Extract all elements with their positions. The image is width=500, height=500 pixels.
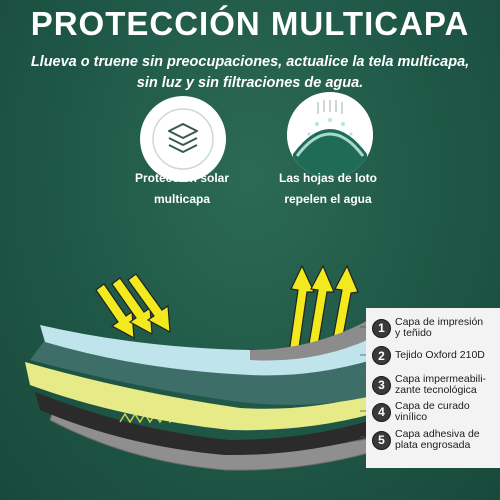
callout-number-5: 5 — [372, 430, 391, 450]
page-subtitle: Llueva o truene sin preocupaciones, actu… — [30, 54, 470, 91]
layer-4-shape — [35, 392, 372, 456]
layer-1-top — [250, 318, 372, 361]
callout-layer-4: 4 Capa de curado vinílico — [372, 401, 470, 423]
callout-layer-2: 2 Tejido Oxford 210D — [372, 346, 485, 365]
feature-label-lotus: Las hojas de loto repelen el agua — [278, 171, 377, 206]
callout-layer-3: 3 Capa impermeabili- zante tecnológica — [372, 374, 486, 396]
feature-label-solar: Protección solar multicapa — [134, 171, 230, 206]
callout-layer-5: 5 Capa adhesiva de plata engrosada — [372, 429, 480, 451]
water-repel-feature-badge — [287, 92, 373, 178]
page-title: PROTECCIÓN MULTICAPA — [30, 5, 470, 42]
callout-label-4: Capa de curado vinílico — [395, 400, 470, 423]
water-repel-icon — [287, 92, 373, 178]
callout-number-4: 4 — [372, 402, 391, 422]
layers-feature-badge — [140, 96, 226, 182]
callout-label-5: Capa adhesiva de plata engrosada — [395, 428, 480, 451]
callout-number-1: 1 — [372, 318, 391, 338]
callout-label-3: Capa impermeabili- zante tecnológica — [395, 373, 487, 396]
layer-1-shape — [40, 325, 372, 376]
callout-layer-1: 1 Capa de impresión y teñido — [372, 317, 483, 339]
callout-label-1: Capa de impresión y teñido — [395, 316, 484, 339]
callout-number-3: 3 — [372, 375, 391, 395]
layer-3-shape — [25, 362, 372, 431]
sun-arrows-down — [95, 273, 171, 340]
layers-icon — [152, 108, 214, 170]
callout-number-2: 2 — [372, 346, 391, 365]
callout-label-2: Tejido Oxford 210D — [395, 349, 485, 361]
